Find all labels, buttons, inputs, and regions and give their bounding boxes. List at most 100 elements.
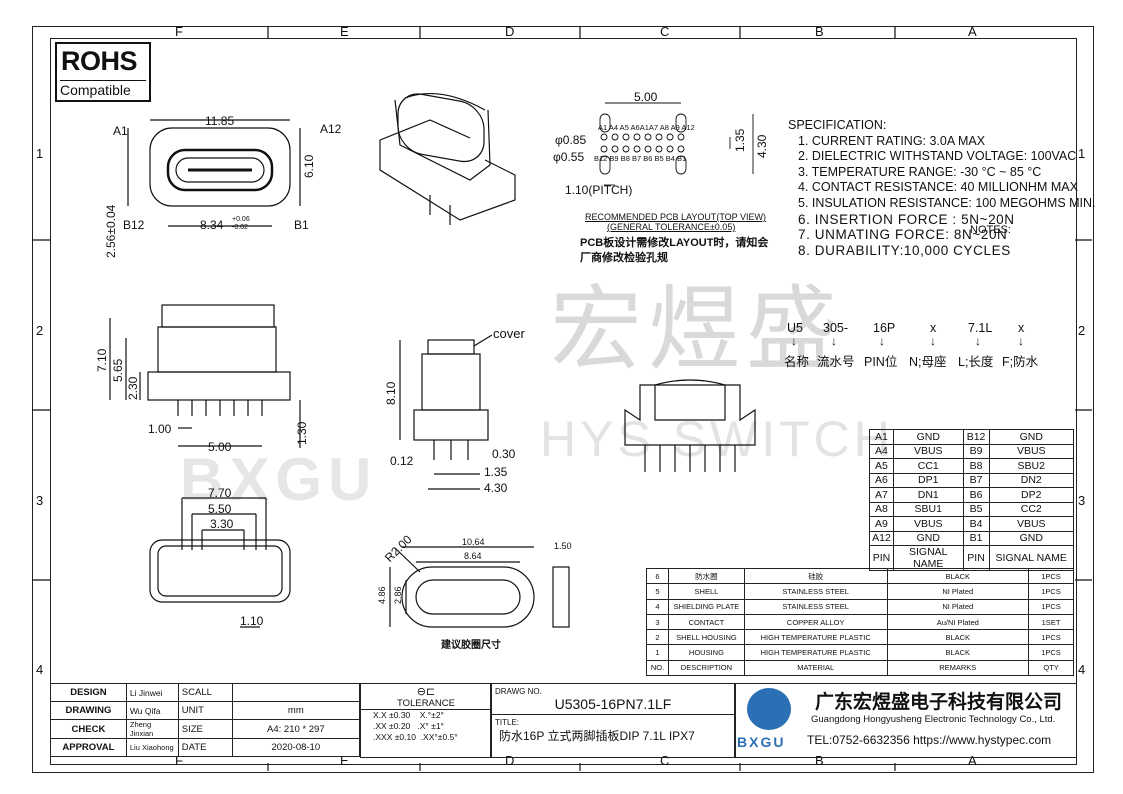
signoff-key: UNIT [177,701,233,720]
code-length: 7.1L [968,321,993,335]
pcb-note-1: PCB板设计需修改LAYOUT时，请知会 [580,237,769,249]
spec-line-7: 7. UNMATING FORCE: 8N~20N [798,227,1008,243]
end-dim-012: 0.12 [390,454,414,468]
pin-cell: A9 [869,516,894,532]
bom-cell: 防水圈 [667,567,745,585]
company-contact: TEL:0752-6632356 https://www.hystypec.co… [807,733,1052,747]
pcb-dim-43: 4.30 [755,134,769,158]
gasket-dim-286: 2.86 [393,586,403,604]
signoff-key: SCALL [177,683,233,702]
zone-4-right: 4 [1078,662,1086,677]
signoff-value: mm [231,701,361,720]
bom-cell: 3 [646,613,669,631]
signoff-value: A4: 210 * 297 [231,719,361,739]
tol-linear-1: X.X ±0.30 [373,710,411,720]
pcb-top-pins: A1 A4 A5 A6A1A7 A8 A9 A12 [598,123,695,132]
specification: SPECIFICATION: 1. CURRENT RATING: 3.0A M… [788,118,1096,258]
zone-d-bottom: D [505,753,515,768]
tol-angle-3: .XX°±0.5° [420,732,458,742]
end-cover-label: cover [493,326,525,341]
pin-header: SIGNAL NAME [892,545,964,571]
pcb-dim-5: 5.00 [634,90,658,104]
zone-b-bottom: B [815,753,824,768]
bom-cell: 1PCS [1028,644,1074,661]
rohs-title: ROHS [61,46,138,76]
bom-cell: BLACK [886,567,1030,585]
dim-inner-width: 8.34 [200,218,224,232]
pin-cell: B8 [962,458,990,474]
tol-linear-3: .XXX ±0.10 [373,732,416,742]
pin-header: PIN [869,545,894,571]
code-desc-3: PIN位 [864,355,898,369]
bom-cell: 1PCS [1028,629,1074,646]
bom-cell: HIGH TEMPERATURE PLASTIC [743,629,888,646]
zone-e: E [340,24,349,39]
bom-cell: NI Plated [886,583,1030,600]
zone-f: F [175,24,183,39]
bom-cell: 1PCS [1028,583,1074,600]
signoff-key: DATE [177,738,233,757]
signoff-person: Zheng Jinxian [125,719,179,739]
code-desc-2: 流水号 [817,355,855,369]
pin-cell: B4 [962,516,990,532]
bottom-dim-770: 7.70 [208,486,232,500]
pcb-dim-135: 1.35 [733,128,747,152]
gasket-caption: 建议胶圈尺寸 [441,640,501,651]
code-desc-1: 名称 [784,355,810,369]
code-arrow-1: ↓ [791,334,797,348]
signoff-person: Li Jinwei [125,683,179,702]
code-serial: 305- [823,321,849,335]
gasket-dim-150: 1.50 [554,541,572,551]
signoff-role: DESIGN [50,683,127,702]
bom-cell: NI Plated [886,598,1030,615]
drawing-number-block: DRAWG NO. U5305-16PN7.1LF TITLE: 防水16P 立… [490,683,736,758]
end-dim-135: 1.35 [484,465,508,479]
company-block: BXGU 广东宏煜盛电子科技有限公司 Guangdong Hongyusheng… [734,683,1077,758]
spec-notes: NOTES: [970,224,1011,236]
end-dim-430: 4.30 [484,481,508,495]
side-dim-100: 1.00 [148,422,172,436]
pin-cell: A8 [869,501,894,517]
pcb-bottom-pins: B12 B9 B8 B7 B6 B5 B4 B1 [594,154,687,163]
spec-line-1: 1. CURRENT RATING: 3.0A MAX [798,133,986,148]
pin-cell: DP1 [892,472,964,488]
pin-cell: B1 [962,530,990,546]
code-desc-6: F;防水 [1002,355,1039,369]
side-dim-230: 2.30 [126,376,140,400]
label-b1: B1 [294,218,309,232]
code-u5: U5 [787,321,803,335]
bom-cell: 1SET [1028,613,1074,631]
bom-cell: STAINLESS STEEL [743,583,888,600]
pcb-title: RECOMMENDED PCB LAYOUT(TOP VIEW) [585,212,767,222]
code-arrow-6: ↓ [1018,334,1024,348]
title-label: TITLE: [495,718,520,727]
signoff-role: CHECK [50,719,127,739]
side-dim-500: 5.00 [208,440,232,454]
pin-cell: CC2 [988,501,1074,517]
code-desc-5: L;长度 [958,355,994,369]
tol-linear-2: .XX ±0.20 [373,721,411,731]
pin-cell: A1 [869,429,894,445]
bom-cell: BLACK [886,629,1030,646]
code-f: x [1018,321,1025,335]
gasket-dim-1064: 10.64 [462,537,485,547]
pin-cell: GND [988,429,1074,445]
spec-line-5: 5. INSULATION RESISTANCE: 100 MEGOHMS MI… [798,195,1096,210]
side-dim-565: 5.65 [111,358,125,382]
zone-1-left: 1 [36,146,44,161]
code-n: x [930,321,937,335]
spec-line-3: 3. TEMPERATURE RANGE: -30 °C ~ 85 °C [798,164,1042,179]
pin-cell: A12 [869,530,894,546]
